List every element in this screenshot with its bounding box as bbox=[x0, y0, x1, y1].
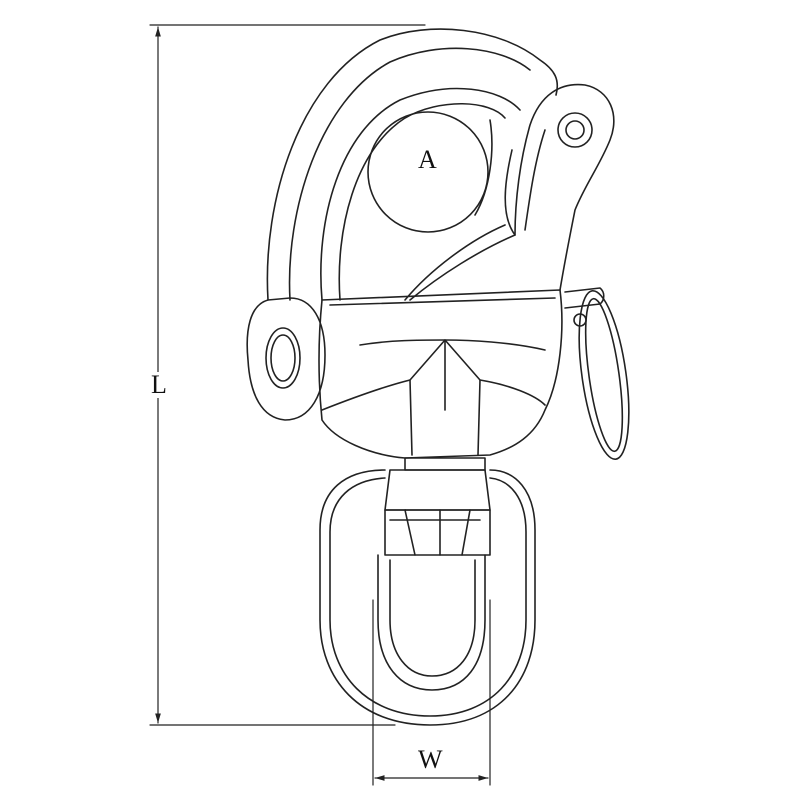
length-dimension bbox=[149, 24, 426, 726]
release-ring bbox=[564, 287, 630, 461]
opening-label: A bbox=[418, 145, 437, 174]
width-dimension bbox=[372, 599, 491, 786]
opening-circle bbox=[367, 111, 489, 233]
side-eye bbox=[246, 297, 326, 421]
latch-arm bbox=[514, 83, 615, 291]
shackle-body bbox=[318, 289, 563, 459]
hook-body bbox=[266, 28, 559, 301]
swivel-bail bbox=[319, 469, 536, 726]
latch-pin-hole bbox=[565, 120, 585, 140]
width-label: W bbox=[416, 745, 445, 774]
latch-pin-outer bbox=[557, 112, 593, 148]
length-label: L bbox=[149, 370, 169, 399]
swivel-nut bbox=[384, 457, 491, 556]
